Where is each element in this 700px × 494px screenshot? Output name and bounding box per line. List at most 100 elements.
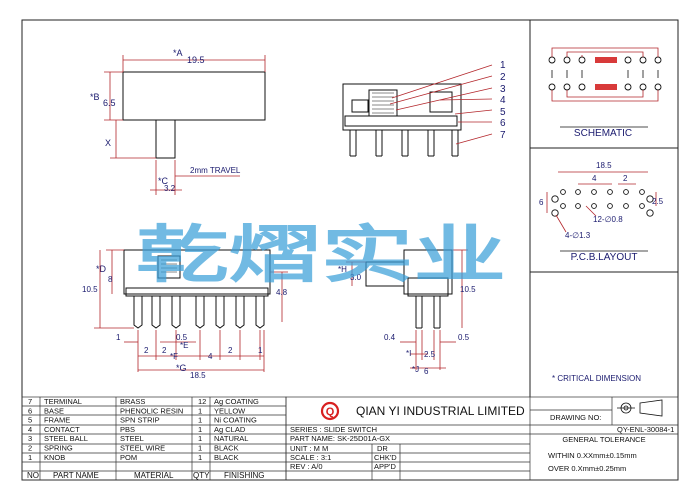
front-dim-2c: 2 <box>228 346 233 355</box>
bom-cell-finish: Ag COATING <box>214 397 259 406</box>
dr-label: DR <box>377 444 388 453</box>
pcb-holes-13: 4-∅1.3 <box>565 231 591 240</box>
bom-cell-part: CONTACT <box>44 425 80 434</box>
title-block: Q QIAN YI INDUSTRIAL LIMITED SERIES : SL… <box>285 396 679 481</box>
pcb-dim-2: 2 <box>623 174 628 183</box>
dim-j-label: *J <box>412 365 419 374</box>
bom-cell-no: 4 <box>28 425 32 434</box>
front-dim-4: 4 <box>208 352 213 361</box>
front-dim-1: 1 <box>116 333 121 342</box>
bom-cell-qty: 1 <box>198 444 202 453</box>
bom-cell-no: 6 <box>28 406 32 415</box>
callout-7: 7 <box>500 130 506 141</box>
bom-cell-qty: 1 <box>198 434 202 443</box>
dim-b-value: 6.5 <box>103 98 116 108</box>
dim-b-label: *B <box>90 92 100 102</box>
pcb-title: P.C.B.LAYOUT <box>571 252 638 263</box>
bom-header-finish: FINISHING <box>224 471 264 480</box>
front-view: *D 8 10.5 4.8 1 0.5 2 2 2 *E *F 4 1 *G 1… <box>82 249 288 380</box>
company-logo-letter: Q <box>326 406 335 418</box>
dim-i-label: *I <box>406 349 411 358</box>
dim-a-value: 19.5 <box>187 55 205 65</box>
callout-6: 6 <box>500 118 506 129</box>
bom-cell-no: 5 <box>28 416 32 425</box>
bom-cell-qty: 12 <box>198 397 206 406</box>
callout-5: 5 <box>500 107 506 118</box>
bom-cell-no: 3 <box>28 434 32 443</box>
side-height: 10.5 <box>460 285 476 294</box>
series: SERIES : SLIDE SWITCH <box>290 425 377 434</box>
revision: REV : A/0 <box>290 462 323 471</box>
critical-dimension-note: * CRITICAL DIMENSION <box>552 374 641 383</box>
dim-x-label: X <box>105 138 111 148</box>
pcb-layout: 18.5 4 2 2.5 6 12-∅0.8 4-∅1.3 P.C.B.LAYO… <box>539 161 664 263</box>
general-tolerance: GENERAL TOLERANCE <box>562 435 645 444</box>
dim-c-label: *C <box>158 176 169 186</box>
bom-cell-finish: NATURAL <box>214 434 248 443</box>
unit: UNIT : M M <box>290 444 328 453</box>
bom-cell-material: PHENOLIC RESIN <box>120 406 183 415</box>
bom-cell-part: FRAME <box>44 416 70 425</box>
bom-cell-finish: Ni COATING <box>214 416 257 425</box>
appd-label: APP'D <box>374 462 396 471</box>
bom-cell-finish: BLACK <box>214 453 239 462</box>
side-view: *H 3.0 10.5 0.4 0.5 *I 2.5 *J 6 <box>338 249 476 376</box>
dim-c-value: 3.2 <box>164 184 176 193</box>
pcb-dim-185: 18.5 <box>596 161 612 170</box>
front-height-right: 4.8 <box>276 288 288 297</box>
bom-cell-part: SPRING <box>44 444 73 453</box>
front-dim-05: 0.5 <box>176 333 188 342</box>
pcb-dim-25: 2.5 <box>652 197 664 206</box>
bom-cell-material: STEEL WIRE <box>120 444 165 453</box>
bom-cell-qty: 1 <box>198 416 202 425</box>
section-view: 1 2 3 4 5 6 7 <box>342 60 506 157</box>
tolerance-over: OVER 0.Xmm±0.25mm <box>548 464 626 473</box>
drawing-no: QY-ENL-30084-1 <box>617 425 674 434</box>
dim-d-label: *D <box>96 264 107 274</box>
bom-cell-finish: Ag CLAD <box>214 425 246 434</box>
drawing-no-label: DRAWING NO: <box>550 413 601 422</box>
bom-cell-material: STEEL <box>120 434 144 443</box>
bom-cell-finish: BLACK <box>214 444 239 453</box>
company-logo <box>320 401 340 421</box>
bom-cell-no: 7 <box>28 397 32 406</box>
dim-f-label: *F <box>170 352 178 361</box>
front-dim-2b: 2 <box>162 346 167 355</box>
dim-j-value: 6 <box>424 367 429 376</box>
bom-cell-part: KNOB <box>44 453 65 462</box>
bom-cell-material: PBS <box>120 425 135 434</box>
bom-header-material: MATERIAL <box>134 471 174 480</box>
dim-g-value: 18.5 <box>190 371 206 380</box>
bom-cell-qty: 1 <box>198 453 202 462</box>
callout-1: 1 <box>500 60 506 71</box>
side-dim-25: 2.5 <box>424 350 436 359</box>
dim-a-label: *A <box>173 48 183 58</box>
travel-note: 2mm TRAVEL <box>190 166 241 175</box>
callout-2: 2 <box>500 72 506 83</box>
schematic-title: SCHEMATIC <box>574 128 632 139</box>
bom-header-no: NO <box>27 471 39 480</box>
front-dim-2a: 2 <box>144 346 149 355</box>
dim-h-value: 3.0 <box>350 273 362 282</box>
bom-cell-material: SPN STRIP <box>120 416 160 425</box>
top-view: *A 19.5 *B 6.5 X *C 3.2 2mm TRAVEL <box>90 48 266 195</box>
bom-cell-finish: YELLOW <box>214 406 246 415</box>
bom-cell-material: BRASS <box>120 397 145 406</box>
callout-4: 4 <box>500 95 506 106</box>
dim-e-label: *E <box>180 341 188 350</box>
side-dim-05: 0.5 <box>458 333 470 342</box>
callout-3: 3 <box>500 84 506 95</box>
bom-cell-material: POM <box>120 453 137 462</box>
tolerance-within: WITHIN 0.XXmm±0.15mm <box>548 451 637 460</box>
dim-d-value: 8 <box>108 275 113 284</box>
bom-cell-no: 1 <box>28 453 32 462</box>
company-name: QIAN YI INDUSTRIAL LIMITED <box>356 404 525 418</box>
bom-cell-part: TERMINAL <box>44 397 82 406</box>
pcb-holes-08: 12-∅0.8 <box>593 215 623 224</box>
dim-g-label: *G <box>176 363 187 373</box>
front-height-left: 10.5 <box>82 285 98 294</box>
bom-header-qty: QTY <box>193 471 210 480</box>
part-name: PART NAME: SK-25D01A-GX <box>290 434 390 443</box>
